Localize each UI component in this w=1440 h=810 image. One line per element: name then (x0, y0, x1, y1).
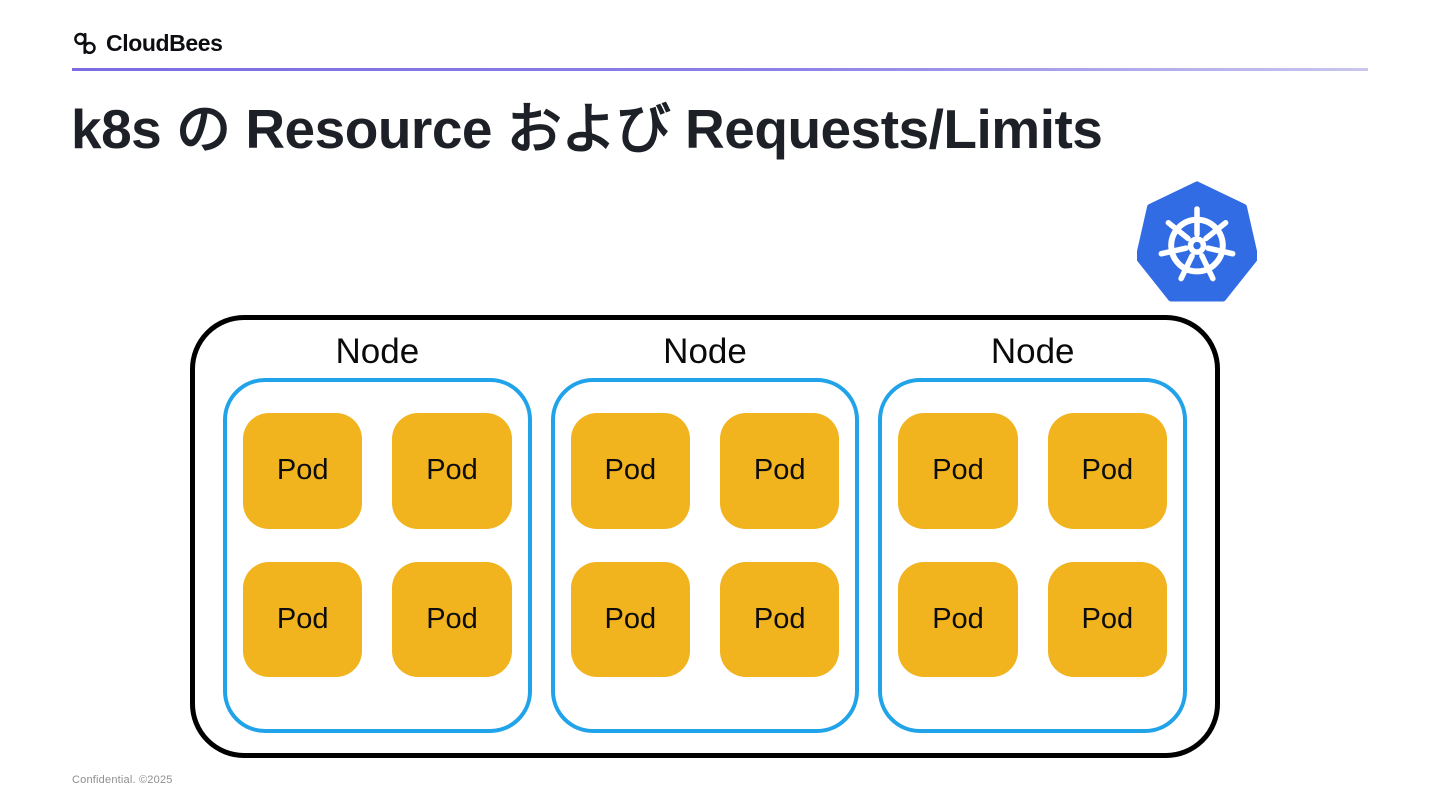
node-boundary: Pod Pod Pod Pod (550, 378, 860, 733)
node-3: Node Pod Pod Pod Pod (878, 328, 1188, 733)
pod: Pod (570, 561, 690, 677)
pod: Pod (243, 413, 363, 529)
pod: Pod (392, 561, 512, 677)
pod: Pod (392, 413, 512, 529)
pod: Pod (570, 413, 690, 529)
footer-confidential: Confidential. ©2025 (72, 774, 173, 786)
node-label: Node (335, 332, 420, 371)
header-divider (72, 68, 1368, 71)
pod: Pod (1047, 413, 1168, 529)
pod: Pod (1047, 561, 1168, 677)
node-1: Node Pod Pod Pod Pod (223, 328, 532, 733)
pod: Pod (720, 413, 840, 529)
kubernetes-wheel-icon (1137, 180, 1257, 304)
node-2: Node Pod Pod Pod Pod (550, 328, 860, 733)
pod: Pod (898, 561, 1018, 677)
cloudbees-monogram-icon (72, 30, 99, 57)
node-boundary: Pod Pod Pod Pod (223, 378, 532, 733)
pod: Pod (898, 413, 1018, 529)
pod: Pod (243, 561, 363, 677)
node-boundary: Pod Pod Pod Pod (878, 378, 1188, 733)
node-label: Node (990, 332, 1075, 371)
brand-name: CloudBees (106, 30, 223, 56)
cluster-container: Node Pod Pod Pod Pod Node Pod Pod Pod Po… (190, 315, 1220, 758)
brand-logo: CloudBees (72, 30, 223, 57)
node-label: Node (663, 332, 747, 371)
page-title: k8s の Resource および Requests/Limits (71, 98, 1103, 160)
pod: Pod (720, 561, 840, 677)
